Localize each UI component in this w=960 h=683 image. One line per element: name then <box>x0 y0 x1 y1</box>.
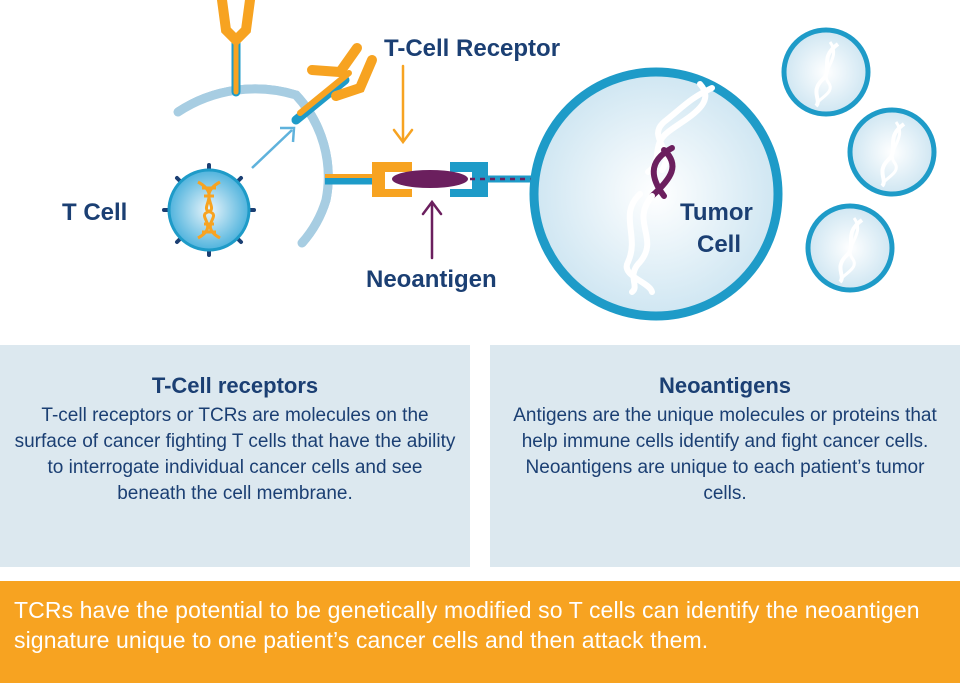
small-tumor-cell <box>847 107 937 197</box>
neoantigens-body: Antigens are the unique molecules or pro… <box>513 405 937 504</box>
t-cell-nucleus <box>162 163 256 257</box>
neoantigens-title: Neoantigens <box>658 373 792 398</box>
dna-helix-icon <box>197 180 221 240</box>
small-tumor-cells <box>781 27 937 293</box>
tcr-complex <box>325 162 540 197</box>
tcell-receptors-panel: T-Cell receptors T-cell receptors or TCR… <box>0 345 470 567</box>
neoantigen-peptide <box>392 170 468 188</box>
tcell-receptors-body: T-cell receptors or TCRs are molecules o… <box>14 405 456 504</box>
summary-banner-text: TCRs have the potential to be geneticall… <box>14 597 920 653</box>
tumor-cell-label-line2: Cell <box>697 231 741 258</box>
small-tumor-cell <box>805 203 895 293</box>
tumor-cell <box>529 67 783 321</box>
tumor-dna-helix-icon <box>623 81 715 295</box>
callout-arrows <box>392 64 443 260</box>
small-tumor-cell <box>781 27 871 117</box>
neoantigen-label: Neoantigen <box>366 266 497 293</box>
diagram: T Cell T-Cell Receptor Neoantigen Tumor … <box>62 0 937 321</box>
tcell-receptors-title: T-Cell receptors <box>151 373 319 398</box>
receptor-top <box>217 0 255 97</box>
t-cell <box>162 84 333 257</box>
tumor-cell-label-line1: Tumor <box>680 199 753 226</box>
receptor-diagonal <box>291 43 377 125</box>
neoantigens-panel: Neoantigens Antigens are the unique mole… <box>490 345 960 567</box>
expression-arrow-icon <box>251 126 296 169</box>
t-cell-receptor-label: T-Cell Receptor <box>384 35 560 62</box>
t-cell-label: T Cell <box>62 199 127 226</box>
summary-banner: TCRs have the potential to be geneticall… <box>0 581 960 683</box>
